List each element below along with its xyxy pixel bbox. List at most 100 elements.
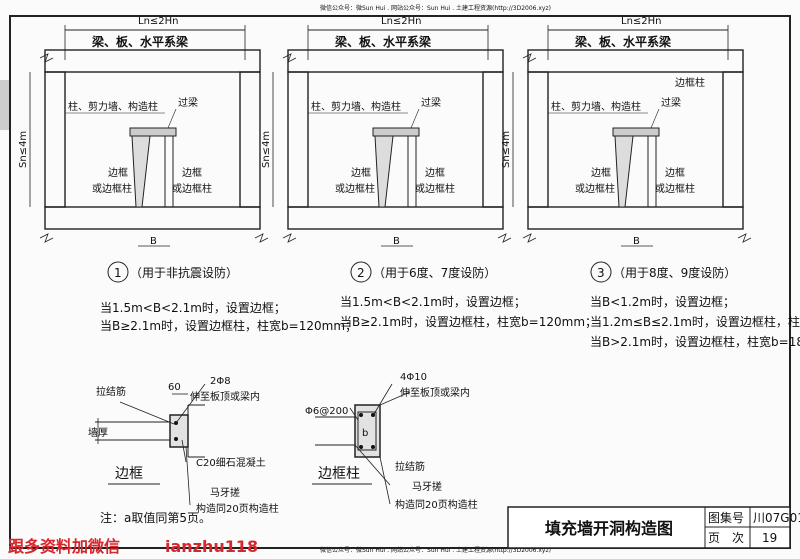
diagram-number-circle	[350, 261, 372, 283]
opening-right-post	[647, 135, 657, 208]
diagram-2: Ln≤2Hn梁、板、水平系梁Sn≤4m柱、剪力墙、构造柱过梁边框或边框柱边框或边…	[261, 16, 512, 283]
page-number: 19	[762, 531, 777, 545]
detail-col-b: b	[362, 428, 368, 439]
lintel	[129, 127, 177, 137]
column-label: 柱、剪力墙、构造柱	[311, 100, 401, 113]
diagram-1: Ln≤2Hn梁、板、水平系梁Sn≤4m柱、剪力墙、构造柱过梁边框或边框柱边框或边…	[18, 16, 269, 283]
opening-left-post	[614, 135, 634, 208]
break-mark	[522, 53, 537, 63]
frame-label-right-2: 或边框柱	[172, 182, 212, 195]
column-label: 柱、剪力墙、构造柱	[68, 100, 158, 113]
top-beam-label: 梁、板、水平系梁	[334, 34, 431, 49]
detail-col-label: 边框柱	[318, 466, 360, 482]
width-label: B	[393, 236, 400, 247]
bottom-beam	[527, 206, 744, 230]
detail-frame-dim: 60	[168, 382, 181, 393]
break-mark	[39, 53, 54, 63]
top-beam-label: 梁、板、水平系梁	[91, 34, 188, 49]
diagram-2-note-2: 当B≥2.1m时，设置边框柱，柱宽b=120mm；	[340, 314, 597, 329]
detail-frame-column: 4Φ10 伸至板顶或梁内 Φ6@200 b 拉结筋 边框柱 马牙搓 构造同20页…	[305, 372, 478, 511]
right-column	[239, 71, 261, 208]
side-label: Sn≤4m	[18, 131, 29, 168]
top-beam	[527, 49, 744, 73]
opening-right-post	[407, 135, 417, 208]
lintel-label: 过梁	[421, 96, 441, 109]
column-label: 柱、剪力墙、构造柱	[551, 100, 641, 113]
lintel-leader	[410, 108, 420, 129]
diagram-1-note-1: 当1.5m<B<2.1m时，设置边框；	[100, 301, 286, 315]
detail-frame-rebar: 2Φ8	[210, 376, 231, 387]
frame-label-left-2: 或边框柱	[335, 182, 375, 195]
detail-frame-concrete: C20细石混凝土	[196, 456, 266, 469]
diagram-3-note-3: 当B>2.1m时，设置边框柱，柱宽b=180mm；	[590, 334, 800, 349]
frame-col-label: 边框柱	[675, 76, 705, 89]
detail-col-extend: 伸至板顶或梁内	[400, 386, 470, 399]
left-column	[44, 71, 66, 208]
opening-left-post	[131, 135, 151, 208]
detail-frame-label: 边框	[115, 466, 143, 482]
detail-frame-extend: 伸至板顶或梁内	[190, 390, 260, 403]
diagram-caption: （用于6度、7度设防）	[373, 265, 496, 280]
frame-label-left-1: 边框	[351, 166, 371, 179]
frame-label-left-1: 边框	[108, 166, 128, 179]
diagram-caption: （用于非抗震设防）	[130, 265, 238, 280]
left-column	[527, 71, 549, 208]
span-label: Ln≤2Hn	[138, 16, 179, 27]
detail-col-tooth: 马牙搓	[412, 480, 442, 493]
frame-label-left-1: 边框	[591, 166, 611, 179]
frame-label-right-1: 边框	[425, 166, 445, 179]
opening-right-post	[164, 135, 174, 208]
watermark-left: 跟多资料加微信	[8, 537, 120, 556]
right-column	[722, 71, 744, 208]
diagram-number: 1	[114, 266, 122, 280]
lintel-label: 过梁	[661, 96, 681, 109]
break-mark	[282, 53, 297, 63]
lintel-leader	[167, 108, 177, 129]
diagram-3-note-1: 当B<1.2m时，设置边框；	[590, 295, 735, 309]
drawing-title: 填充墙开洞构造图	[545, 519, 673, 538]
sheet-border	[9, 15, 791, 549]
detail-frame: 拉结筋 60 2Φ8 伸至板顶或梁内 墙厚 C20细石混凝土 边框 马牙搓 构造…	[88, 376, 279, 515]
detail-frame-wall-thk: 墙厚	[88, 426, 108, 439]
width-label: B	[633, 236, 640, 247]
frame-label-right-2: 或边框柱	[415, 182, 455, 195]
top-beam-label: 梁、板、水平系梁	[574, 34, 671, 49]
watermark-right: ianzhu118	[165, 537, 258, 556]
detail-col-rebar: 4Φ10	[400, 372, 427, 383]
opening-left-post	[374, 135, 394, 208]
break-mark	[39, 233, 54, 243]
break-mark	[522, 233, 537, 243]
lintel	[612, 127, 660, 137]
diagram-number: 3	[597, 266, 605, 280]
atlas-number: 川07G01	[753, 511, 800, 525]
break-mark	[737, 233, 752, 243]
diagram-number: 2	[357, 266, 365, 280]
detail-frame-tie-bar: 拉结筋	[96, 385, 126, 398]
frame-label-left-2: 或边框柱	[575, 182, 615, 195]
side-label: Sn≤4m	[261, 131, 272, 168]
width-label: B	[150, 236, 157, 247]
break-mark	[254, 233, 269, 243]
bottom-beam	[44, 206, 261, 230]
top-beam	[44, 49, 261, 73]
footnote: 注：a取值同第5页。	[100, 510, 211, 525]
lintel-leader	[650, 108, 660, 129]
frame-label-right-1: 边框	[665, 166, 685, 179]
detail-col-ref: 构造同20页构造柱	[395, 498, 478, 511]
break-mark	[497, 233, 512, 243]
detail-frame-tooth: 马牙搓	[210, 486, 240, 499]
atlas-label: 图集号	[708, 510, 744, 525]
side-label: Sn≤4m	[501, 131, 512, 168]
frame-label-right-1: 边框	[182, 166, 202, 179]
span-label: Ln≤2Hn	[621, 16, 662, 27]
diagram-3-note-2: 当1.2m≤B≤2.1m时，设置边框柱，柱宽b=120mm；	[590, 314, 800, 329]
bottom-tiny-text: 微信公众号：微Sun Hui . 网站公众号：Sun Hui . 土建工程资源(…	[320, 546, 551, 554]
frame-label-right-2: 或边框柱	[655, 182, 695, 195]
right-column	[482, 71, 504, 208]
detail-frame-ref: 构造同20页构造柱	[196, 502, 279, 515]
diagram-number-circle	[590, 261, 612, 283]
top-beam	[287, 49, 504, 73]
